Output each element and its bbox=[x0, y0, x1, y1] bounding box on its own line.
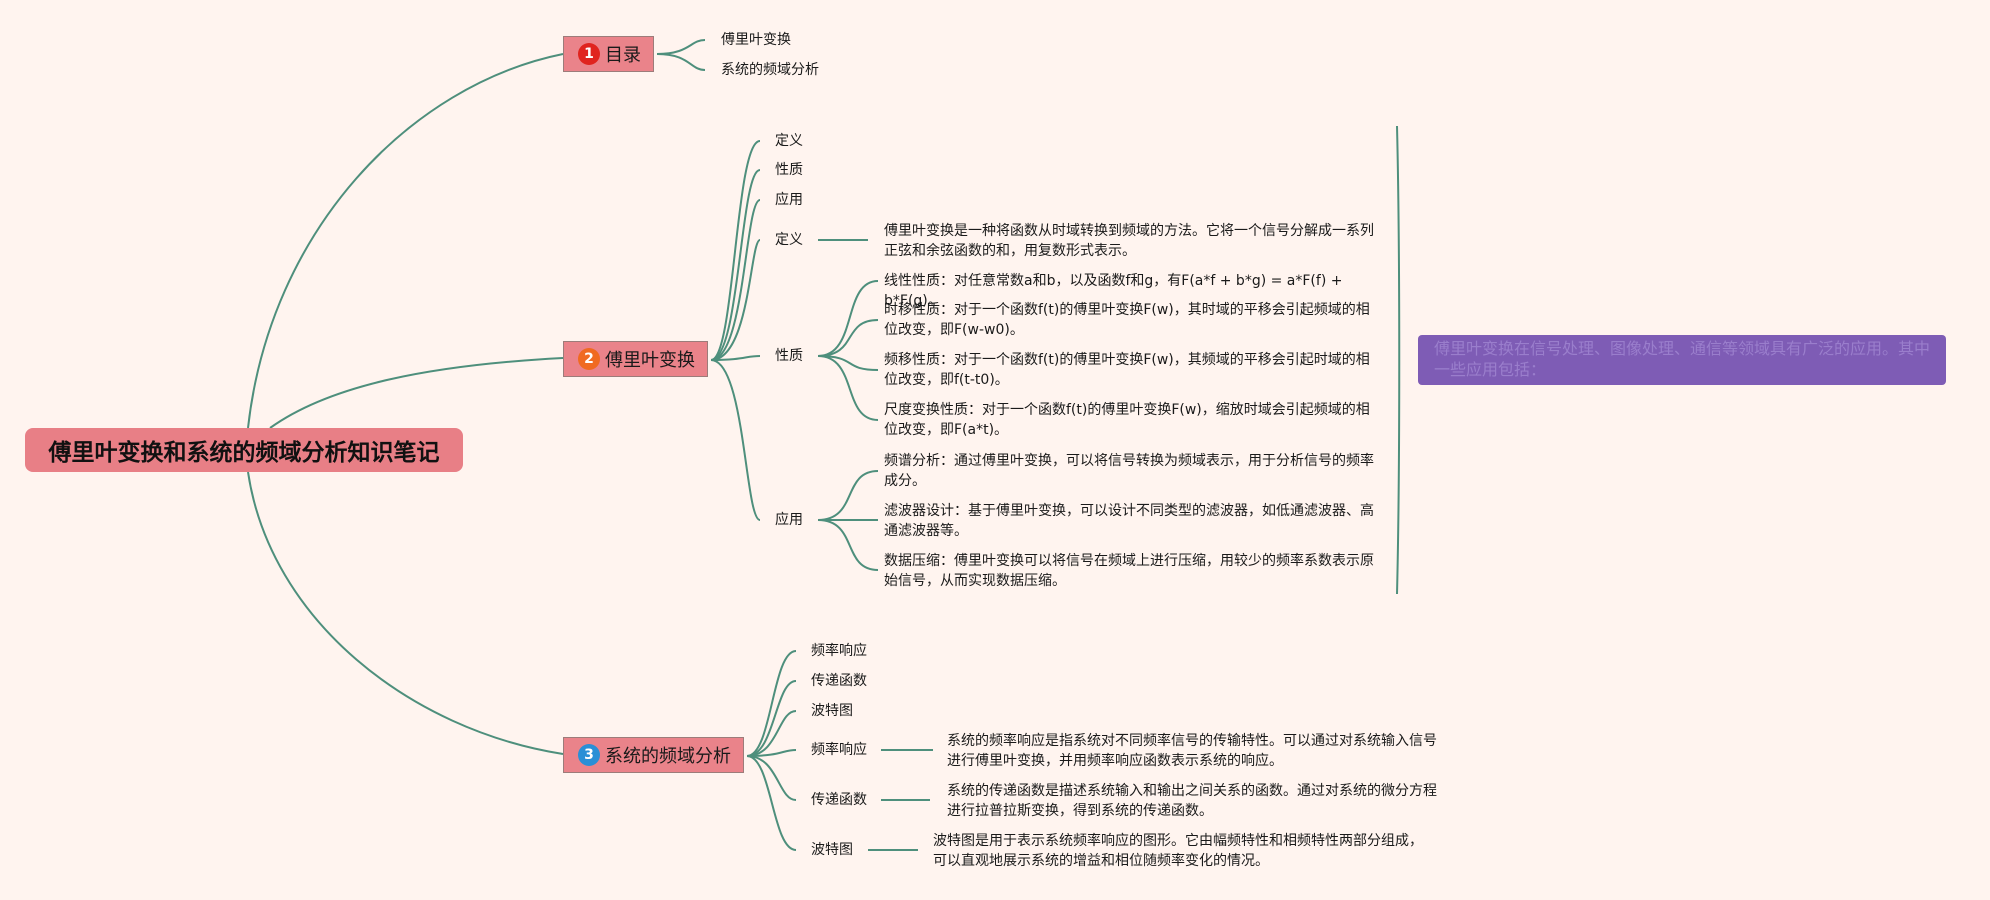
fourier-item-applications[interactable]: 应用 bbox=[775, 192, 803, 208]
branch-frequency-analysis[interactable]: 3 系统的频域分析 bbox=[563, 737, 744, 773]
number-badge-3: 3 bbox=[578, 744, 600, 766]
property-time-shift: 时移性质：对于一个函数f(t)的傅里叶变换F(w)，其时域的平移会引起频域的相位… bbox=[884, 302, 1370, 338]
number-badge-1: 1 bbox=[578, 43, 600, 65]
detail-label-bode-plot[interactable]: 波特图 bbox=[811, 842, 853, 858]
branch-catalog-title: 目录 bbox=[605, 45, 641, 66]
branch-catalog[interactable]: 1 目录 bbox=[563, 36, 654, 72]
detail-text-bode-plot: 波特图是用于表示系统频率响应的图形。它由幅频特性和相频特性两部分组成，可以直观地… bbox=[933, 833, 1423, 869]
branch-frequency-analysis-title: 系统的频域分析 bbox=[605, 746, 731, 767]
detail-text-frequency-response: 系统的频率响应是指系统对不同频率信号的传输特性。可以通过对系统输入信号进行傅里叶… bbox=[947, 733, 1437, 769]
fourier-item-properties[interactable]: 性质 bbox=[775, 162, 803, 178]
detail-text-transfer-function: 系统的传递函数是描述系统输入和输出之间关系的函数。通过对系统的微分方程进行拉普拉… bbox=[947, 783, 1437, 819]
definition-label[interactable]: 定义 bbox=[775, 232, 803, 248]
branch-fourier-title: 傅里叶变换 bbox=[605, 350, 695, 371]
summary-note[interactable]: 傅里叶变换在信号处理、图像处理、通信等领域具有广泛的应用。其中一些应用包括： bbox=[1418, 335, 1946, 385]
applications-label[interactable]: 应用 bbox=[775, 512, 803, 528]
property-frequency-shift: 频移性质：对于一个函数f(t)的傅里叶变换F(w)，其频域的平移会引起时域的相位… bbox=[884, 352, 1370, 388]
analysis-item-transfer-function[interactable]: 传递函数 bbox=[811, 673, 867, 689]
root-title: 傅里叶变换和系统的频域分析知识笔记 bbox=[48, 440, 440, 466]
property-linearity: 线性性质：对任意常数a和b，以及函数f和g，有F(a*f + b*g) = a*… bbox=[884, 273, 1343, 309]
application-data-compression: 数据压缩：傅里叶变换可以将信号在频域上进行压缩，用较少的频率系数表示原始信号，从… bbox=[884, 553, 1374, 589]
catalog-item-frequency-analysis[interactable]: 系统的频域分析 bbox=[721, 62, 819, 78]
application-spectrum-analysis: 频谱分析：通过傅里叶变换，可以将信号转换为频域表示，用于分析信号的频率成分。 bbox=[884, 453, 1374, 489]
fourier-item-definition[interactable]: 定义 bbox=[775, 133, 803, 149]
branch-fourier[interactable]: 2 傅里叶变换 bbox=[563, 341, 708, 377]
properties-label[interactable]: 性质 bbox=[775, 348, 803, 364]
definition-text: 傅里叶变换是一种将函数从时域转换到频域的方法。它将一个信号分解成一系列正弦和余弦… bbox=[884, 223, 1374, 259]
number-badge-2: 2 bbox=[578, 348, 600, 370]
property-scaling: 尺度变换性质：对于一个函数f(t)的傅里叶变换F(w)，缩放时域会引起频域的相位… bbox=[884, 402, 1370, 438]
catalog-item-fourier[interactable]: 傅里叶变换 bbox=[721, 32, 791, 48]
detail-label-frequency-response[interactable]: 频率响应 bbox=[811, 742, 867, 758]
detail-label-transfer-function[interactable]: 传递函数 bbox=[811, 792, 867, 808]
summary-note-text: 傅里叶变换在信号处理、图像处理、通信等领域具有广泛的应用。其中一些应用包括： bbox=[1434, 339, 1931, 379]
root-topic[interactable]: 傅里叶变换和系统的频域分析知识笔记 bbox=[25, 428, 463, 472]
analysis-item-frequency-response[interactable]: 频率响应 bbox=[811, 643, 867, 659]
application-filter-design: 滤波器设计：基于傅里叶变换，可以设计不同类型的滤波器，如低通滤波器、高通滤波器等… bbox=[884, 503, 1374, 539]
analysis-item-bode-plot[interactable]: 波特图 bbox=[811, 703, 853, 719]
